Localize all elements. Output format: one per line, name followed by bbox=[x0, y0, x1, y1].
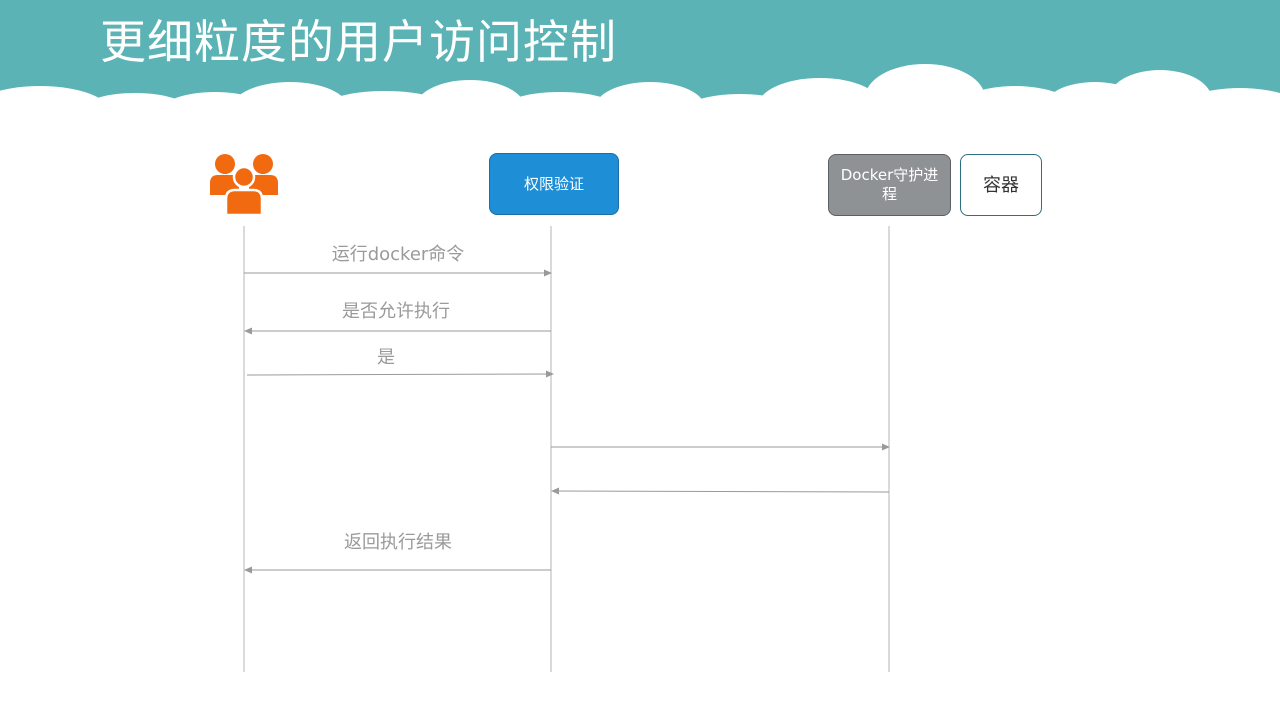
page-title: 更细粒度的用户访问控制 bbox=[100, 15, 617, 69]
message-label-1: 运行docker命令 bbox=[331, 244, 465, 265]
container-box: 容器 bbox=[960, 154, 1042, 216]
user-group-icon bbox=[210, 154, 278, 217]
message-label-6: 返回执行结果 bbox=[344, 532, 452, 553]
message-label-2: 是否允许执行 bbox=[342, 301, 450, 322]
auth-box: 权限验证 bbox=[489, 153, 619, 215]
container-box-label: 容器 bbox=[983, 174, 1019, 196]
message-label-3: 是 bbox=[377, 347, 395, 368]
docker-daemon-box: Docker守护进程 bbox=[828, 154, 951, 216]
header-cloud-banner bbox=[0, 0, 1280, 160]
auth-box-label: 权限验证 bbox=[523, 174, 584, 193]
docker-daemon-box-label: Docker守护进程 bbox=[840, 166, 939, 203]
message-arrow-5 bbox=[551, 487, 890, 495]
message-arrow-3 bbox=[246, 370, 554, 378]
